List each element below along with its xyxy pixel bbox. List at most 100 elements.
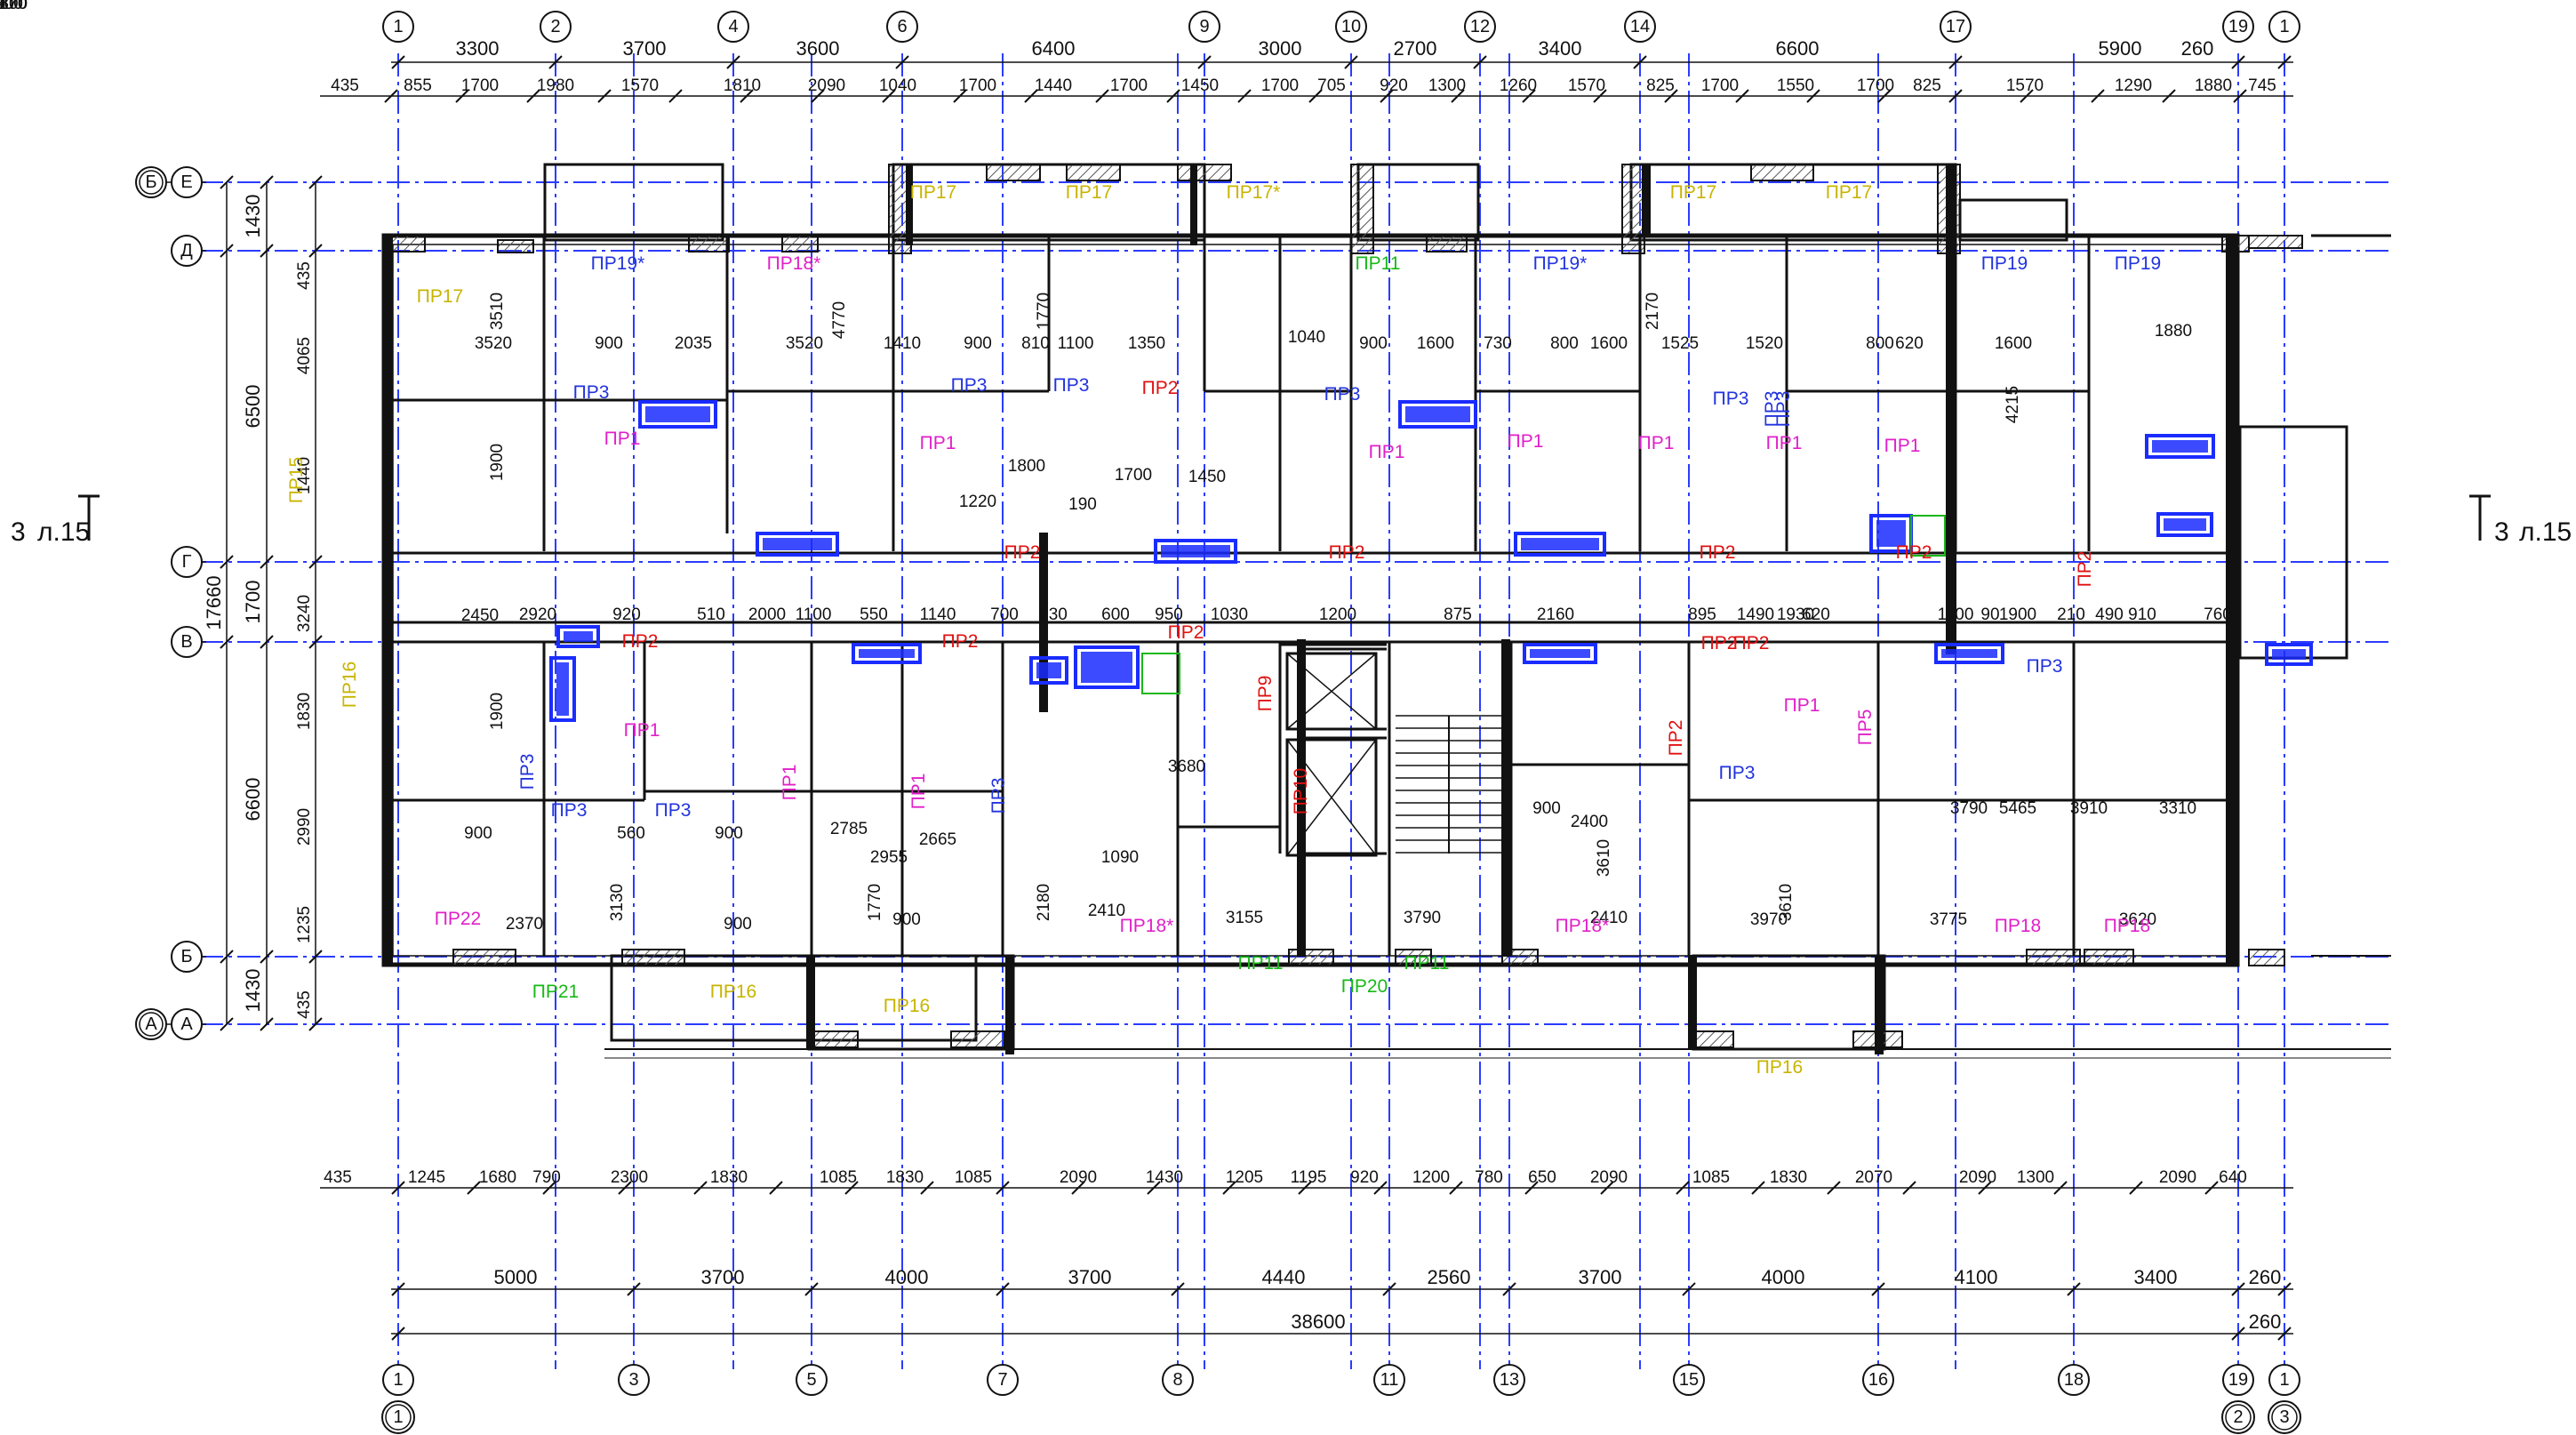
dim-top-detail: 1880 — [2195, 76, 2232, 95]
wall — [781, 235, 819, 253]
dim-left-outer: 1430 — [242, 195, 264, 238]
dimension-tick — [1451, 89, 1465, 103]
opening-mark: ПР2 — [622, 631, 659, 652]
section-mark-right-sheet: л.15 — [2519, 517, 2572, 547]
dimension-tick — [1751, 1181, 1765, 1195]
dimension-tick — [1522, 89, 1536, 103]
dimension-tick — [308, 1017, 323, 1031]
fixture — [2156, 512, 2213, 537]
dim-inner: 1600 — [1590, 334, 1628, 353]
dimension-tick — [1664, 89, 1678, 103]
fixture — [1154, 539, 1237, 564]
dim-bottom-detail: 1300 — [2017, 1168, 2054, 1187]
fixture-fill — [1521, 538, 1599, 550]
dimension-tick — [1166, 89, 1180, 103]
axis-bubble-bottom — [2222, 1364, 2254, 1396]
opening-mark: ПР2 — [942, 631, 979, 652]
fixture — [1074, 645, 1140, 689]
dim-inner: 1900 — [488, 444, 507, 481]
dim-inner: 3970 — [1750, 910, 1788, 929]
opening-mark: ПР16 — [884, 996, 930, 1016]
dimension-tick — [996, 1282, 1010, 1296]
axis-label-left: Д — [180, 241, 193, 261]
fixture-fill — [645, 406, 710, 422]
dim-inner: 2370 — [506, 915, 543, 934]
elevator-cross — [1286, 739, 1377, 856]
opening-mark: ПР1 — [780, 765, 800, 801]
fixture-fill — [763, 538, 832, 550]
axis-bubble-top — [1188, 11, 1220, 43]
wall — [806, 955, 815, 1050]
axis-label-left: Б — [180, 947, 192, 966]
wall — [1066, 164, 1121, 181]
dim-inner: 3620 — [2119, 910, 2156, 929]
fixtures-layer — [549, 400, 2313, 722]
wall — [1190, 164, 1197, 245]
dim-top-detail: 1570 — [1568, 76, 1605, 95]
dim-inner: 1030 — [1211, 605, 1248, 624]
dim-bottom-detail: 1085 — [820, 1168, 857, 1187]
dim-bottom-detail: 1680 — [479, 1168, 516, 1187]
dimension-tick — [220, 635, 234, 649]
opening-mark: ПР16 — [710, 982, 756, 1002]
dim-top-overall: 260 — [2181, 37, 2214, 60]
dim-inner: 900 — [464, 824, 492, 843]
axis-bubble-top — [2268, 11, 2300, 43]
opening-mark: ПР2 — [1896, 542, 1932, 563]
dim-inner: 510 — [697, 605, 725, 624]
dimension-tick — [1344, 55, 1358, 69]
dim-inner: 1220 — [959, 493, 996, 511]
axis-bubble-bottom — [1373, 1364, 1405, 1396]
dim-inner: 1100 — [796, 605, 832, 624]
axis-bubble-bottom — [1162, 1364, 1194, 1396]
dim-bottom-axes: 4000 — [885, 1266, 929, 1288]
dimension-tick — [1978, 1181, 1992, 1195]
dimension-tick — [260, 1017, 274, 1031]
axis-label-top: 1 — [393, 17, 403, 36]
dim-inner: 3790 — [1404, 909, 1441, 927]
axis-label-sub: 2 — [2233, 1407, 2243, 1427]
dimension-tick — [308, 950, 323, 964]
opening-mark: ПР3 — [951, 375, 988, 396]
dimension-tick — [308, 555, 323, 569]
dim-bottom-detail: 1205 — [1226, 1168, 1263, 1187]
dimension-tick — [391, 1327, 405, 1341]
dimension-tick — [1449, 1181, 1463, 1195]
section-mark-left: 3 л.15 — [11, 494, 100, 547]
opening-mark: ПР3 — [551, 800, 588, 821]
section-mark-right-number: 3 — [2494, 517, 2509, 547]
opening-mark: ПР1 — [1784, 695, 1820, 716]
opening-mark: ПР17 — [417, 286, 463, 307]
wall — [1177, 164, 1232, 181]
dim-inner: 1100 — [1938, 605, 1974, 624]
axis-label-top: 1 — [2279, 17, 2289, 36]
dim-left-inner: 2990 — [295, 808, 314, 846]
dimension-tick — [1676, 1181, 1690, 1195]
walls-layer — [381, 163, 2391, 1059]
opening-mark: ПР2 — [1666, 720, 1686, 757]
dim-top-detail: 1550 — [1777, 76, 1814, 95]
dim-inner: 2035 — [675, 334, 712, 353]
axis-bubble-sub-inner — [2271, 1404, 2298, 1431]
axis-bubble-bottom — [382, 1364, 414, 1396]
opening-mark: ПР3 — [573, 382, 610, 403]
axis-bubble-left-inner — [139, 1012, 164, 1037]
dim-bottom-detail: 1085 — [955, 1168, 992, 1187]
dim-inner: 3520 — [786, 334, 823, 353]
dimension-tick — [220, 555, 234, 569]
dim-inner: 1600 — [1417, 334, 1454, 353]
fixture-fill — [2152, 440, 2208, 453]
opening-mark: ПР17 — [910, 182, 956, 203]
dim-inner: 560 — [617, 824, 645, 843]
dim-inner: 910 — [2128, 605, 2156, 624]
dimension-tick — [1095, 89, 1109, 103]
dim-top-detail: 1700 — [1701, 76, 1739, 95]
dim-inner: 2920 — [519, 605, 556, 624]
opening-mark: ПР3 — [1719, 763, 1756, 783]
dimension-tick — [668, 89, 683, 103]
dim-inner: 900 — [892, 910, 921, 929]
axis-label-bottom: 18 — [2064, 1370, 2084, 1390]
dim-inner: 2000 — [748, 605, 786, 624]
wall-bay — [610, 954, 978, 1042]
